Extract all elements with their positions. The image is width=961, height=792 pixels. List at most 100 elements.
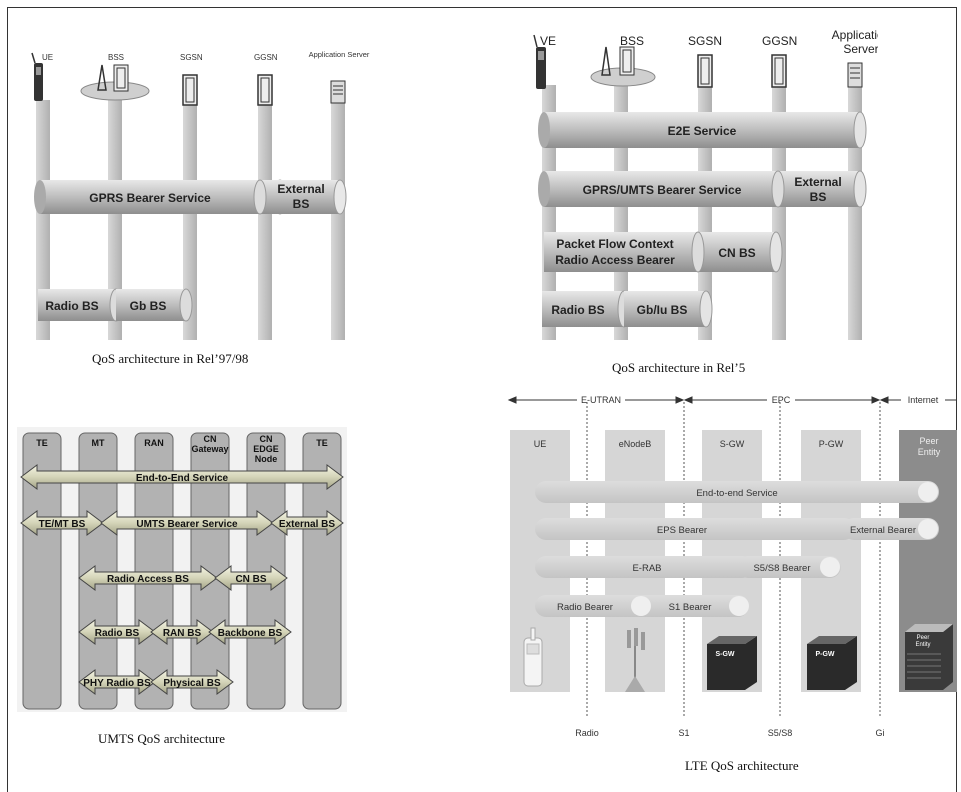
rel5-cn-label: CN BS — [718, 246, 755, 260]
gbiu-bs-cylinder: Gb/Iu BS — [624, 290, 713, 328]
pfc-rab-cylinder: Packet Flow Context Radio Access Bearer — [544, 232, 704, 272]
umts-e2e-label: End-to-End Service — [136, 473, 229, 484]
e2e-service-cylinder: E2E Service — [538, 111, 867, 149]
umts-col-label-te1: TE — [36, 438, 48, 448]
umts-cn-label: CN BS — [235, 574, 266, 585]
enodeb-antenna-icon — [625, 628, 645, 692]
lte-region-epc: EPC — [772, 395, 791, 405]
rel5-node-server: Server — [843, 42, 878, 56]
umts-col-label-te2: TE — [316, 438, 328, 448]
rel5-pfc-line1: Packet Flow Context — [556, 237, 673, 251]
ggsn-server-icon — [771, 54, 787, 88]
sgsn-pole — [698, 85, 712, 340]
rel97-node-ue: UE — [42, 53, 53, 62]
umts-phy-radio-label: PHY Radio BS — [83, 678, 151, 689]
rel5-external-line1: External — [794, 175, 841, 189]
umts-external-label: External BS — [279, 519, 335, 530]
lte-eps-label: EPS Bearer — [657, 525, 707, 536]
umts-diagram: TE MT RAN CN Gateway CN EDGE Node TE End… — [17, 427, 347, 712]
sgsn-pole — [183, 100, 197, 340]
lte-radio-label: Radio Bearer — [557, 602, 613, 613]
umts-col-label-mt: MT — [92, 438, 105, 448]
umts-col-label-cngw-1: CN — [204, 434, 217, 444]
umts-backbone-label: Backbone BS — [218, 628, 283, 639]
umts-arrow-e2e — [20, 464, 344, 490]
rel97-radio-label: Radio BS — [45, 299, 98, 313]
rel5-node-ve: VE — [540, 34, 556, 48]
lte-node-pgw: P-GW — [819, 439, 844, 449]
lte-iface-s1: S1 — [678, 728, 689, 738]
umts-ran-label: RAN BS — [163, 628, 202, 639]
umts-radio-access-label: Radio Access BS — [107, 574, 189, 585]
rel97-external-line2: BS — [293, 197, 310, 211]
lte-node-ue: UE — [534, 439, 547, 449]
umts-col-label-cngw-2: Gateway — [191, 444, 228, 454]
sgsn-server-icon — [697, 54, 713, 88]
gprs-bearer-label: GPRS Bearer Service — [89, 191, 211, 205]
gprs-umts-cylinder: GPRS/UMTS Bearer Service — [538, 171, 780, 207]
external-bs-cylinder: External BS — [253, 179, 347, 215]
lte-iface-radio: Radio — [575, 728, 599, 738]
radio-bs-cylinder: Radio BS — [38, 288, 123, 322]
peer-server-icon: Peer Entity — [905, 624, 953, 690]
lte-s1-pill: S1 Bearer — [631, 595, 749, 617]
phone-icon — [533, 34, 546, 89]
bss-pole — [108, 100, 122, 340]
lte-diagram: E-UTRAN EPC Internet UE eNodeB S-GW P-GW… — [507, 394, 957, 738]
rel97-external-line1: External — [277, 182, 324, 196]
rel97-node-sgsn: SGSN — [180, 53, 203, 62]
lte-e2e-label: End-to-end Service — [696, 488, 777, 499]
ggsn-pole — [772, 85, 786, 340]
umts-col-te2 — [302, 432, 342, 710]
lte-iface-s5s8: S5/S8 — [768, 728, 793, 738]
sgw-box-icon: S-GW — [707, 636, 757, 690]
rel5-external-line2: BS — [810, 190, 827, 204]
bss-tower-icon — [80, 64, 150, 101]
lte-box-pgw: P-GW — [815, 651, 834, 658]
appserver-pole — [331, 100, 345, 340]
umts-col-label-cnedge-2: EDGE — [253, 444, 279, 454]
ue-pole — [36, 100, 50, 340]
ggsn-pole — [258, 100, 272, 340]
phone-icon — [31, 52, 43, 101]
umts-arrow-cn — [214, 565, 288, 591]
ve-pole — [542, 85, 556, 340]
lte-e2e-pill: End-to-end Service — [535, 481, 939, 503]
lte-radio-pill: Radio Bearer — [535, 595, 651, 617]
rel5-node-ggsn: GGSN — [762, 34, 797, 48]
rel97-caption: QoS architecture in Rel’97/98 — [92, 351, 249, 366]
lte-erab-pill: E-RAB — [535, 556, 753, 578]
lte-s1-label: S1 Bearer — [669, 602, 712, 613]
umts-radio-label: Radio BS — [95, 628, 140, 639]
rel5-radio-label: Radio BS — [551, 303, 604, 317]
umts-caption: UMTS QoS architecture — [98, 731, 226, 746]
rel5-diagram: VE BSS SGSN GGSN Application Server E2E … — [533, 28, 878, 340]
lte-node-peer: Peer — [919, 436, 938, 446]
appserver-icon — [847, 62, 863, 88]
ue-phone-icon — [523, 627, 543, 687]
ggsn-server-icon — [257, 74, 273, 106]
lte-node-sgw: S-GW — [720, 439, 745, 449]
lte-external-label: External Bearer — [850, 525, 916, 536]
lte-eps-pill: EPS Bearer — [535, 518, 855, 540]
rel97-diagram: UE BSS SGSN GGSN Application Server GPRS… — [31, 50, 370, 340]
lte-node-entity: Entity — [918, 447, 941, 457]
gb-bs-cylinder: Gb BS — [116, 288, 193, 322]
lte-s5s8-pill: S5/S8 Bearer — [737, 556, 841, 578]
umts-col-label-cnedge-1: CN — [260, 434, 273, 444]
pgw-box-icon: P-GW — [807, 636, 857, 690]
lte-box-sgw: S-GW — [715, 651, 734, 658]
umts-arrow-backbone — [208, 619, 292, 645]
umts-physical-label: Physical BS — [163, 678, 221, 689]
lte-s5s8-label: S5/S8 Bearer — [753, 563, 810, 574]
rel5-node-app: Application — [832, 28, 878, 42]
rel5-radio-bs-cylinder: Radio BS — [542, 290, 631, 328]
rel5-external-bs-cylinder: External BS — [771, 170, 867, 208]
rel5-caption: QoS architecture in Rel’5 — [612, 360, 746, 375]
rel5-gbiu-label: Gb/Iu BS — [637, 303, 688, 317]
lte-external-pill: External Bearer — [843, 518, 939, 540]
sgsn-server-icon — [182, 74, 198, 106]
rel97-gb-label: Gb BS — [130, 299, 167, 313]
cn-bs-cylinder: CN BS — [691, 231, 783, 273]
rel97-node-bss: BSS — [108, 53, 124, 62]
